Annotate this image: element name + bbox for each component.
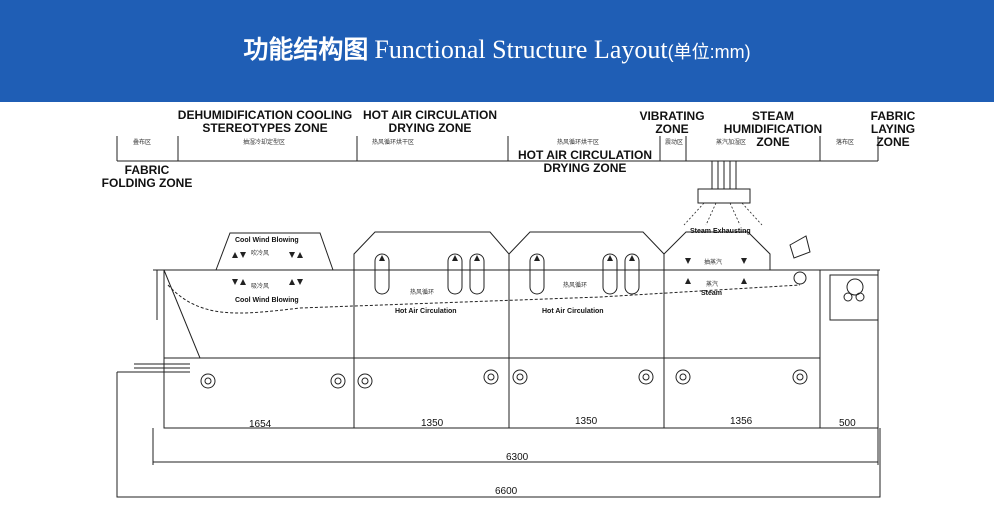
zone-fabric-folding-label: FABRIC FOLDING ZONE [101,163,193,190]
hot-air-hood-2 [508,231,665,270]
dimension-6300: 6300 [506,452,529,463]
cool-wind-bottom-label: Cool Wind Blowing [235,297,299,304]
cool-wind-top-cn: 吹冷风 [251,250,270,257]
dimension-1350-a: 1350 [421,418,444,429]
folding-small-label: 叠布区 [133,139,152,146]
zone-fabric-laying-label: FABRIC LAYING ZONE [870,109,916,149]
zone-hot-air-1-label: HOT AIR CIRCULATION DRYING ZONE [363,108,497,135]
cooling-hood [215,232,334,271]
hot-air-1-small-label: 热风循环烘干区 [372,139,415,146]
cool-wind-top-label: Cool Wind Blowing [235,237,299,244]
hot-air-2-label: Hot Air Circulation [542,308,604,315]
hot-air-2-cn: 热风循环 [563,282,588,289]
hot-air-hood-1 [353,231,510,270]
dimension-6600: 6600 [495,486,518,497]
laying-small-label: 落布区 [836,139,855,146]
steam-hood [663,231,771,270]
hot-air-1-label: Hot Air Circulation [395,308,457,315]
zone-steam-label: STEAM HUMIDIFICATION ZONE [723,109,823,149]
steam-small-label: 蒸汽加湿区 [716,139,747,146]
vibrating-small-label: 震动区 [665,139,684,146]
cool-wind-bottom-cn: 吸冷风 [251,283,270,290]
zone-dehumidification-label: DEHUMIDIFICATION COOLING STEREOTYPES ZON… [177,108,353,135]
hot-air-2-small-label: 热风循环烘干区 [557,139,600,146]
folding-table [116,372,881,498]
steam-exhausting-label: Steam Exhausting [690,228,751,235]
dimension-1356: 1356 [730,416,753,427]
steam-cn: 蒸汽 [706,281,719,288]
hot-air-1-cn: 热风循环 [410,289,435,296]
dehumid-small-label: 抽湿冷却定型区 [243,139,286,146]
title-chinese: 功能结构图 [243,35,369,64]
folding-frame [163,269,201,359]
dimension-500: 500 [839,418,856,429]
title-unit: (单位:mm) [667,42,751,62]
zone-hot-air-2-label: HOT AIR CIRCULATION DRYING ZONE [518,148,652,175]
dimension-1350-b: 1350 [575,416,598,427]
steam-exhausting-cn: 抽蒸汽 [704,259,723,266]
title-english: Functional Structure Layout [374,35,668,64]
dimension-1654: 1654 [249,419,272,430]
zone-vibrating-label: VIBRATING ZONE [639,109,705,136]
steam-label: Steam [701,290,723,297]
